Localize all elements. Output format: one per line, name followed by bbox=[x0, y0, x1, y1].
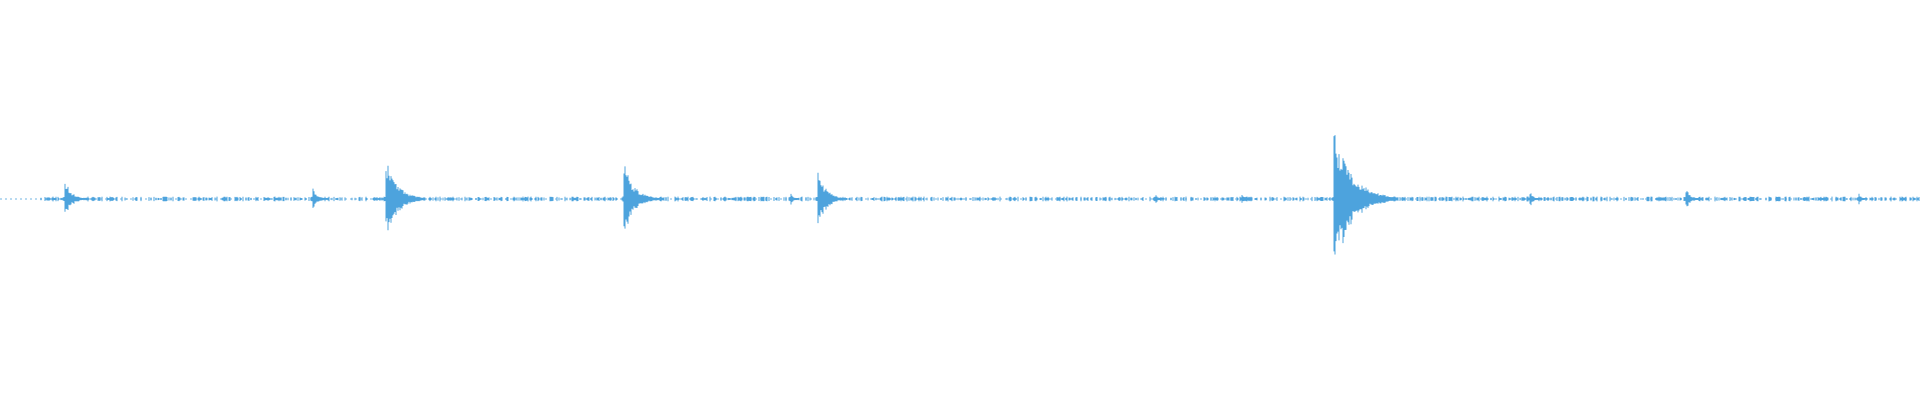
waveform-peak bbox=[1239, 195, 1251, 203]
waveform-peak bbox=[815, 172, 847, 224]
waveform-peak bbox=[788, 193, 800, 205]
waveform-peak bbox=[1331, 135, 1399, 255]
waveform-peak bbox=[1856, 193, 1868, 205]
waveform-peak bbox=[1153, 195, 1165, 203]
waveform-peak bbox=[621, 166, 660, 229]
waveform-peak bbox=[1683, 191, 1701, 207]
waveform-peak bbox=[62, 183, 87, 212]
waveform-peak bbox=[1527, 193, 1541, 206]
waveform-peak bbox=[310, 188, 328, 208]
waveform-peak bbox=[396, 190, 412, 208]
